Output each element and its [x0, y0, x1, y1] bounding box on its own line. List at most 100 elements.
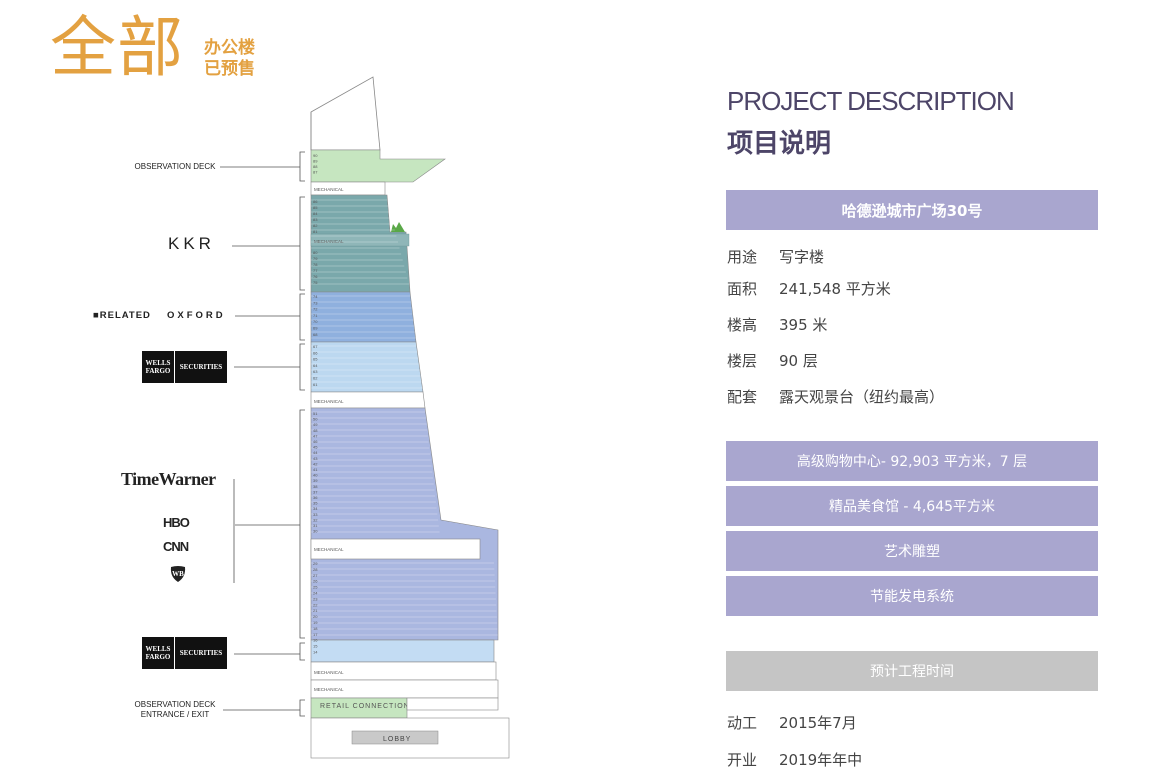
- spec-key: 用途: [727, 248, 758, 266]
- wells-securities: SECURITIES: [179, 363, 223, 371]
- hero-subtitle: 办公楼 已预售: [204, 38, 255, 80]
- floor-numbers: 9089888786858483828180797877767574737271…: [313, 153, 318, 655]
- spec-value: 露天观景台（纽约最高）: [779, 388, 945, 406]
- obs-entrance-label: OBSERVATION DECK ENTRANCE / EXIT: [130, 700, 220, 720]
- tenant-brackets: [220, 151, 305, 717]
- mechanical-label-4: MECHANICAL: [314, 547, 344, 552]
- schedule-key: 开业: [727, 751, 758, 769]
- kkr-mechanical-band: [310, 233, 410, 247]
- floor-number: 63: [313, 369, 318, 374]
- cnn-logo: CNN: [163, 539, 189, 554]
- lobby-zone: [351, 730, 439, 745]
- floor-number: 36: [313, 495, 318, 500]
- spec-value: 241,548 平方米: [779, 280, 891, 298]
- floor-number: 49: [313, 422, 318, 427]
- floor-number: 72: [313, 307, 318, 312]
- tower-diagram: MECHANICAL MECHANICAL MECHANICAL MECHANI…: [220, 76, 510, 759]
- schedule-value: 2019年年中: [779, 751, 863, 769]
- mechanical-label-2: MECHANICAL: [314, 239, 344, 244]
- floor-number: 69: [313, 326, 318, 331]
- wb-shield-icon: WB: [170, 566, 186, 582]
- floor-number: 61: [313, 382, 318, 387]
- wells-fargo-logo-lower: WELLS FARGO SECURITIES: [142, 637, 227, 669]
- spec-key: 楼层: [727, 352, 758, 370]
- floor-number: 33: [313, 512, 318, 517]
- floor-number: 80: [313, 250, 318, 255]
- mechanical-label-3: MECHANICAL: [314, 399, 344, 404]
- related-text: RELATED: [99, 310, 151, 321]
- floor-number: 66: [313, 350, 318, 355]
- spec-row-floors: 楼层 90 层: [727, 350, 818, 371]
- mechanical-label-5: MECHANICAL: [314, 670, 344, 675]
- project-title-cn: 项目说明: [727, 129, 832, 159]
- floor-number: 31: [313, 523, 318, 528]
- lobby-label: LOBBY: [383, 736, 411, 743]
- floor-number: 34: [313, 506, 318, 511]
- kkr-logo: KKR: [168, 234, 215, 253]
- feature-band-food-hall: 精品美食馆 - 4,645平方米: [726, 486, 1098, 526]
- floor-number: 62: [313, 376, 318, 381]
- floor-number: 68: [313, 332, 318, 337]
- floor-number: 26: [313, 579, 318, 584]
- floor-number: 42: [313, 461, 318, 466]
- schedule-row-open: 开业 2019年年中: [727, 749, 862, 770]
- wells-securities-2: SECURITIES: [179, 649, 223, 657]
- floor-number: 64: [313, 363, 318, 368]
- wells-upper-zone: [310, 341, 424, 393]
- feature-band-art: 艺术雕塑: [726, 531, 1098, 571]
- schedule-band: 预计工程时间: [726, 651, 1098, 691]
- floor-number: 43: [313, 456, 318, 461]
- floor-number: 20: [313, 614, 318, 619]
- observation-deck-label: OBSERVATION DECK: [134, 162, 216, 171]
- wells-fargo-name-2: WELLS FARGO: [142, 637, 175, 669]
- hero-subtitle-line-1: 办公楼: [204, 38, 255, 58]
- floor-number: 24: [313, 591, 318, 596]
- obs-entrance-line-1: OBSERVATION DECK: [134, 700, 216, 709]
- floor-number: 37: [313, 489, 318, 494]
- floor-number: 28: [313, 567, 318, 572]
- spec-value: 90 层: [779, 352, 818, 370]
- spec-key: 配套: [727, 388, 758, 406]
- floor-number: 76: [313, 274, 318, 279]
- timewarner-logo: TimeWarner: [121, 469, 216, 489]
- podium-side: [406, 697, 499, 711]
- obs-entrance-line-2: ENTRANCE / EXIT: [140, 710, 210, 719]
- wells-lower-zone: [310, 639, 495, 663]
- floor-number: 16: [313, 638, 318, 643]
- floor-number: 44: [313, 450, 318, 455]
- floor-number: 29: [313, 561, 318, 566]
- floor-number: 85: [313, 205, 318, 210]
- spec-key: 面积: [727, 280, 758, 298]
- floor-number: 79: [313, 256, 318, 261]
- project-title-en: PROJECT DESCRIPTION: [727, 86, 1015, 116]
- spec-row-amenities: 配套 露天观景台（纽约最高）: [727, 386, 944, 407]
- spec-key: 楼高: [727, 316, 758, 334]
- spec-row-area: 面积 241,548 平方米: [727, 278, 891, 299]
- floor-number: 70: [313, 319, 318, 324]
- floor-number: 88: [313, 164, 318, 169]
- schedule-key: 动工: [727, 714, 758, 732]
- spec-value: 395 米: [779, 316, 828, 334]
- floor-number: 15: [313, 644, 318, 649]
- floor-number: 83: [313, 217, 318, 222]
- floor-number: 35: [313, 501, 318, 506]
- floor-number: 78: [313, 262, 318, 267]
- hero-title: 全部: [50, 9, 184, 86]
- oxford-logo: OXFORD: [167, 310, 226, 321]
- floor-number: 17: [313, 632, 318, 637]
- wb-text: WB: [172, 570, 184, 578]
- oxford-zone: [310, 291, 417, 343]
- floor-number: 39: [313, 478, 318, 483]
- floor-number: 18: [313, 626, 318, 631]
- tower-crown: [310, 76, 381, 151]
- floor-number: 51: [313, 411, 318, 416]
- wb-shield-logo: WB: [169, 565, 187, 583]
- floor-number: 50: [313, 417, 318, 422]
- spec-row-height: 楼高 395 米: [727, 314, 827, 335]
- floor-number: 30: [313, 529, 318, 534]
- feature-band-shopping: 高级购物中心- 92,903 平方米，7 层: [726, 441, 1098, 481]
- floor-number: 45: [313, 445, 318, 450]
- floor-number: 74: [313, 294, 318, 299]
- floor-number: 73: [313, 300, 318, 305]
- feature-band-energy: 节能发电系统: [726, 576, 1098, 616]
